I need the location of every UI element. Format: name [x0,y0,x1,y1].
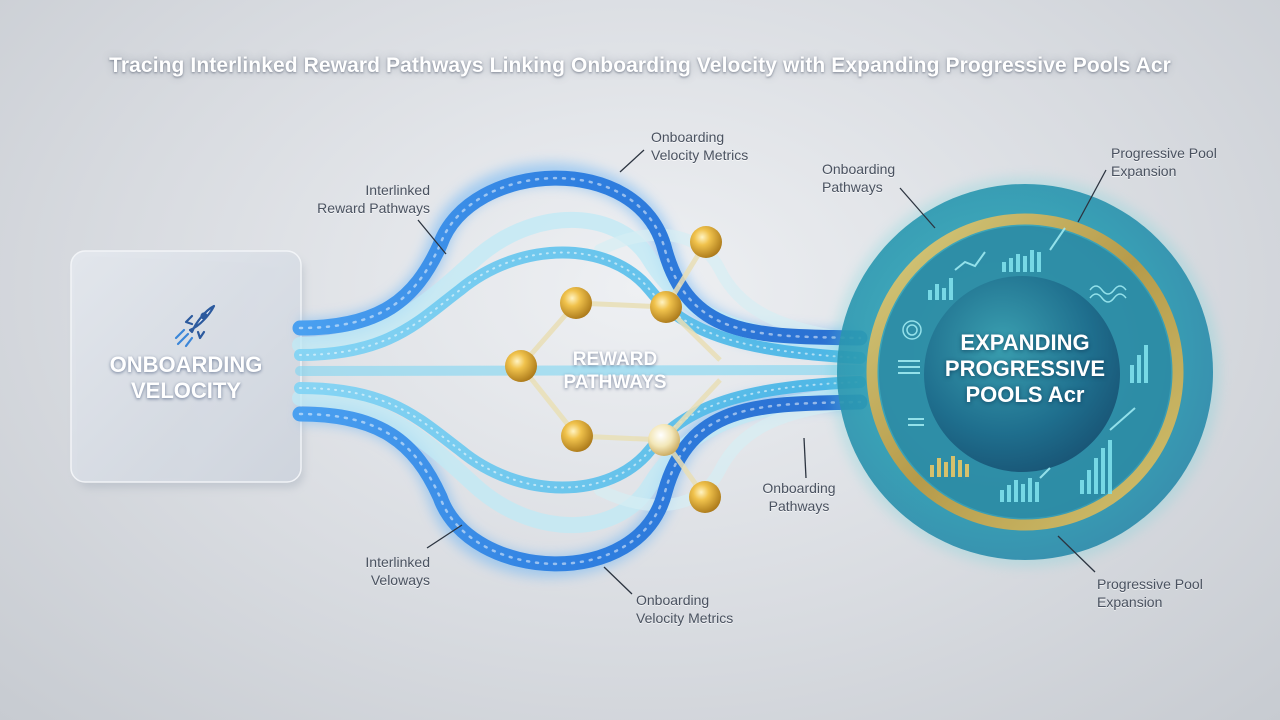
callout-onboarding-pathways-top: Onboarding Pathways [822,160,895,196]
callout-line: Expansion [1097,594,1163,610]
reward-pathways-line1: REWARD [572,349,658,370]
callout-line: Progressive Pool [1097,576,1203,592]
callout-velocity-metrics-top: Onboarding Velocity Metrics [651,128,748,164]
pool-charts [898,227,1148,502]
pool-label-line1: EXPANDING [960,330,1090,355]
callout-pool-expansion-bottom: Progressive Pool Expansion [1097,575,1203,611]
bar-chart-icon [928,250,1148,502]
callout-leaders [417,149,1107,595]
page-title: Tracing Interlinked Reward Pathways Link… [109,54,1171,77]
callout-onboarding-pathways-mid: Onboarding Pathways [744,479,854,515]
callout-pool-expansion-top: Progressive Pool Expansion [1111,144,1217,180]
callout-line: Velocity Metrics [651,147,749,163]
callout-line: Velocity Metrics [636,610,734,626]
callout-line: Veloways [370,572,430,588]
callout-velocity-metrics-bottom: Onboarding Velocity Metrics [636,591,733,627]
pool-label-line2: PROGRESSIVE [944,356,1106,381]
callout-line: Interlinked [365,554,430,570]
callout-line: Onboarding [651,129,725,145]
reward-pathways-label: REWARD PATHWAYS [520,348,710,394]
callout-line: Onboarding [822,161,896,177]
reward-nodes [505,226,722,513]
callout-interlinked-veloways: Interlinked Veloways [330,553,430,589]
reward-pathways-line2: PATHWAYS [563,372,667,393]
gauge-icon [902,320,922,340]
pool-label: EXPANDING PROGRESSIVE POOLS Acr [930,330,1120,408]
reward-node [650,291,682,323]
reward-node [689,481,721,513]
pool-label-line3: POOLS Acr [965,382,1085,407]
onboarding-velocity-label: ONBOARDING VELOCITY [72,352,300,404]
reward-node [560,287,592,319]
callout-line: Pathways [768,498,830,514]
callout-line: Interlinked [365,182,430,198]
inner-tubes [294,246,866,494]
onboarding-velocity-line2: VELOCITY [130,378,241,403]
callout-line: Progressive Pool [1111,145,1217,161]
reward-node [690,226,722,258]
callout-line: Onboarding [636,592,710,608]
reward-node [561,420,593,452]
callout-line: Reward Pathways [317,200,430,216]
callout-line: Onboarding [762,480,836,496]
rocket-icon [174,304,216,348]
pool-core [924,276,1120,472]
tube-center [295,365,865,376]
outer-tubes [292,170,868,572]
wave-icon [1089,285,1127,303]
reward-node [648,424,680,456]
reward-node [505,350,537,382]
callout-line: Expansion [1111,163,1177,179]
line-chart-icon [954,227,1136,479]
onboarding-velocity-line1: ONBOARDING [109,352,263,377]
callout-interlinked-reward-pathways: Interlinked Reward Pathways [300,181,430,217]
pool-gold-ring [866,213,1184,531]
callout-line: Pathways [822,179,883,195]
list-icon [898,360,924,426]
